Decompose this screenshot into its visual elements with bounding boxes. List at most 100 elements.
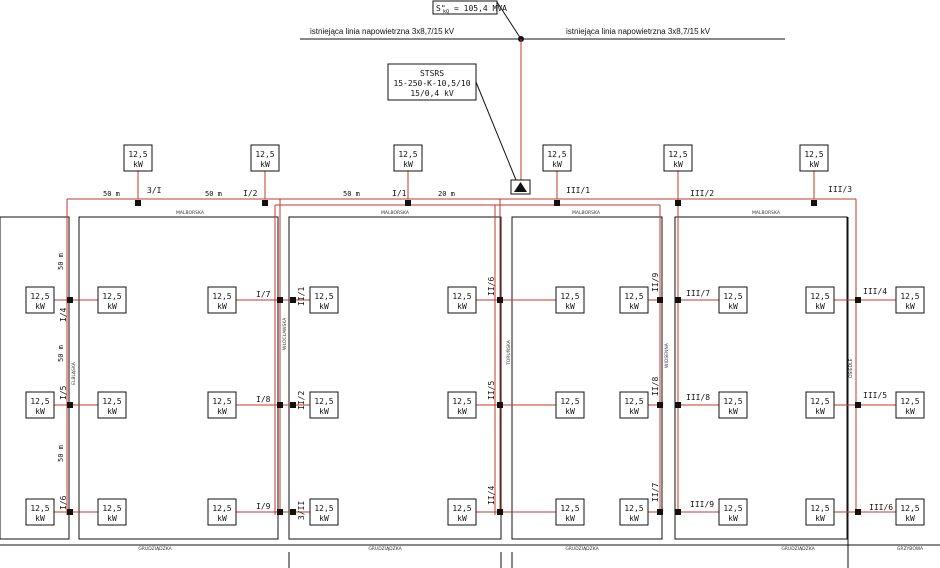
load-value: 12,5: [560, 504, 579, 513]
load-b3-left-1: 12,5kW: [555, 286, 585, 314]
junction-node: [405, 200, 411, 206]
load-b3-right-3: 12,5kW: [619, 498, 649, 526]
load-b3-left-3: 12,5kW: [555, 498, 585, 526]
line-label-left: istniejąca linia napowietrzna 3x8,7/15 k…: [310, 27, 455, 36]
load-unit: kW: [728, 302, 738, 311]
street-top-2: MALBORSKA: [381, 210, 410, 216]
load-value: 12,5: [212, 504, 231, 513]
load-unit: kW: [728, 407, 738, 416]
load-unit: kW: [217, 407, 227, 416]
street-top-1: MALBORSKA: [176, 210, 205, 216]
load-top-2: 12,5kW: [250, 144, 280, 172]
station-line1: STSRS: [420, 69, 444, 78]
load-value: 12,5: [624, 504, 643, 513]
junction-node: [811, 200, 817, 206]
cable-network: [66, 198, 857, 515]
load-unit: kW: [35, 302, 45, 311]
junction-node: [855, 297, 861, 303]
junction-node: [675, 509, 681, 515]
junction-node: [657, 402, 663, 408]
load-b4-left-3: 12,5kW: [718, 498, 748, 526]
station-leader: [475, 81, 517, 181]
load-value: 12,5: [212, 397, 231, 406]
load-top-3: 12,5kW: [393, 144, 423, 172]
load-unit: kW: [107, 407, 117, 416]
junction-node: [277, 297, 283, 303]
load-unit: kW: [629, 407, 639, 416]
junction-node: [497, 402, 503, 408]
load-value: 12,5: [900, 504, 919, 513]
load-far-right-3: 12,5kW: [895, 498, 925, 526]
junction-node: [277, 402, 283, 408]
load-b2-left-1: 12,5kW: [309, 286, 339, 314]
load-value: 12,5: [30, 397, 49, 406]
block-4: [674, 216, 848, 540]
load-unit: kW: [260, 160, 270, 169]
transformer-icon: [514, 182, 527, 192]
node-label: III/4: [863, 287, 887, 296]
block-2: [288, 216, 502, 540]
load-b2-left-2: 12,5kW: [309, 391, 339, 419]
street-wiosenna: WIOSENNA: [664, 342, 670, 368]
load-value: 12,5: [30, 504, 49, 513]
load-value: 12,5: [452, 397, 471, 406]
load-unit: kW: [457, 407, 467, 416]
load-unit: kW: [319, 302, 329, 311]
node-label: I/4: [59, 307, 68, 322]
load-b3-left-2: 12,5kW: [555, 391, 585, 419]
load-unit: kW: [319, 514, 329, 523]
load-unit: kW: [107, 302, 117, 311]
load-value: 12,5: [547, 150, 566, 159]
load-far-right-1: 12,5kW: [895, 286, 925, 314]
load-unit: kW: [403, 160, 413, 169]
load-b1-right-2: 12,5kW: [207, 391, 237, 419]
load-left-3: 12,5kW: [25, 498, 55, 526]
load-far-right-2: 12,5kW: [895, 391, 925, 419]
node-label: II/7: [651, 483, 660, 502]
load-unit: kW: [457, 302, 467, 311]
load-top-4: 12,5kW: [542, 144, 572, 172]
load-value: 12,5: [102, 292, 121, 301]
street-osiedle: OSIEDLE: [848, 358, 854, 378]
load-unit: kW: [629, 514, 639, 523]
node-label: III/1: [566, 186, 590, 195]
station-line2: 15-250-K-10,5/10: [393, 79, 470, 88]
load-value: 12,5: [255, 150, 274, 159]
load-unit: kW: [35, 514, 45, 523]
load-value: 12,5: [668, 150, 687, 159]
node-label: II/5: [487, 381, 496, 400]
load-top-5: 12,5kW: [663, 144, 693, 172]
load-left-2: 12,5kW: [25, 391, 55, 419]
load-unit: kW: [905, 302, 915, 311]
junction-node: [290, 509, 296, 515]
load-b3-right-2: 12,5kW: [619, 391, 649, 419]
load-unit: kW: [809, 160, 819, 169]
load-unit: kW: [673, 160, 683, 169]
junction-node: [290, 297, 296, 303]
node-label: II/1: [297, 287, 306, 306]
load-value: 12,5: [804, 150, 823, 159]
sk-leader: [496, 1, 522, 40]
load-b1-left-2: 12,5kW: [97, 391, 127, 419]
node-label: 3/II: [297, 501, 306, 520]
load-left-1: 12,5kW: [25, 286, 55, 314]
junction-node: [675, 200, 681, 206]
distance-v2: 50 m: [57, 345, 65, 362]
node-label: I/7: [256, 290, 271, 299]
node-label: II/4: [487, 486, 496, 505]
load-unit: kW: [457, 514, 467, 523]
junction-node: [67, 402, 73, 408]
node-label: I/1: [392, 189, 407, 198]
line-label-right: istniejąca linia napowietrzna 3x8,7/15 k…: [566, 27, 711, 36]
load-b4-left-2: 12,5kW: [718, 391, 748, 419]
load-unit: kW: [629, 302, 639, 311]
node-label: I/8: [256, 395, 271, 404]
block-1: [78, 216, 279, 540]
junction-node: [277, 509, 283, 515]
load-value: 12,5: [452, 292, 471, 301]
load-unit: kW: [815, 514, 825, 523]
load-value: 12,5: [624, 397, 643, 406]
load-value: 12,5: [314, 504, 333, 513]
junction-node: [855, 402, 861, 408]
